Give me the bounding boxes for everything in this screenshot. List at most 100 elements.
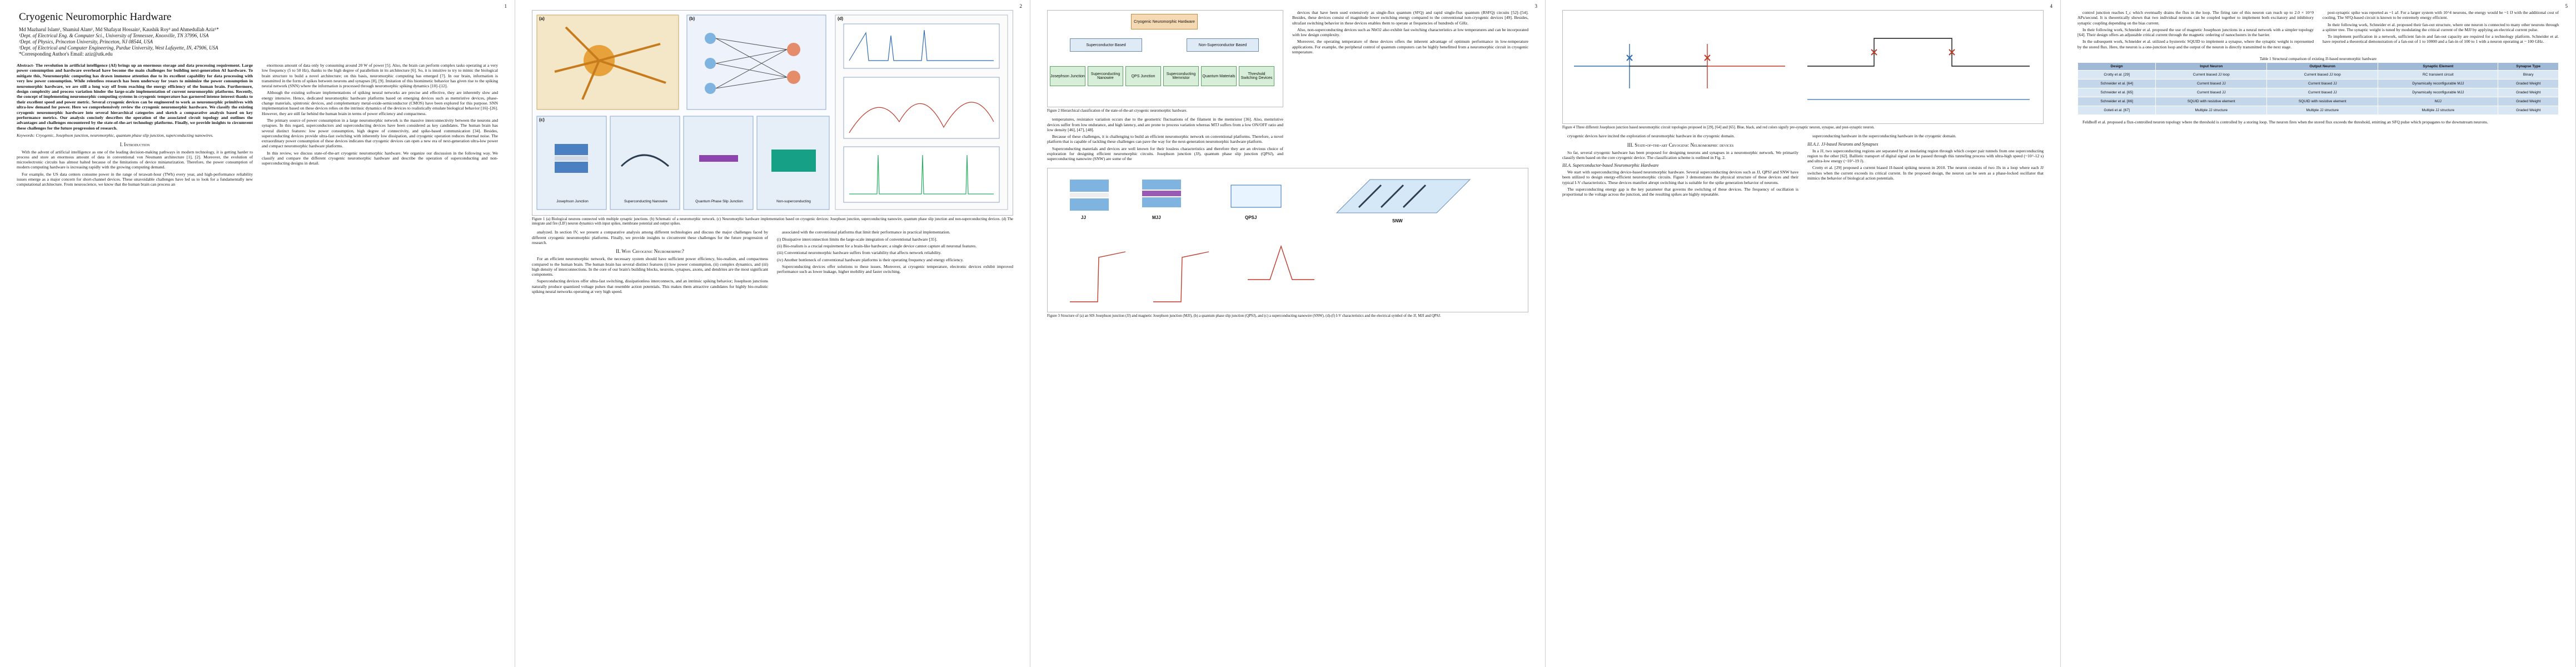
list-item: (i) Dissipative interconnection limits t… (777, 236, 938, 242)
device-label: QPSJ (1245, 215, 1257, 220)
table-cell: Current biased JJ loop (2266, 70, 2379, 80)
affiliation-2: ²Dept. of Physics, Princeton University,… (19, 39, 153, 44)
table-row: Goteti et al. [67] Multiple JJ structure… (2077, 106, 2559, 116)
paragraph: With the advent of artificial intelligen… (17, 149, 253, 170)
table-cell: Dynamically reconfigurable MJJ (2378, 88, 2499, 98)
table-cell: Crotty et al. [29] (2077, 70, 2156, 80)
table-header: Synapse Type (2498, 62, 2559, 71)
page-number: 3 (1534, 3, 1538, 9)
affiliation-3: ³Dept. of Electrical and Computer Engine… (19, 45, 218, 51)
paragraph: superconducting hardware in the supercon… (1812, 133, 1956, 139)
figure-3-graphic (1070, 179, 1471, 302)
device-label: MJJ (1152, 215, 1161, 220)
paragraph: control junction reaches I_c which event… (2077, 10, 2314, 26)
taxonomy-category: Non-Superconductor Based (1187, 38, 1259, 52)
paragraph: Crotty et al. [29] proposed a current bi… (1807, 165, 2044, 181)
table-header: Input Neuron (2155, 62, 2268, 71)
table-row: Schneider et al. [65] Current biased JJ … (2077, 88, 2559, 98)
table-cell: MJJ (2378, 97, 2499, 107)
page-4: 4 Figure 4 Three different Josephson jun… (1546, 0, 2061, 667)
figure-1: (a) (b) (c) (d) Josephson Junction Super… (532, 10, 1013, 216)
paragraph: So far, several cryogenic hardware has b… (1562, 150, 1798, 160)
table-cell: Multiple JJ structure (2155, 106, 2268, 116)
page-number: 4 (2050, 3, 2053, 9)
keywords: Keywords: Cryogenic, Josephson junction,… (17, 133, 213, 138)
figure-caption: Figure 4 Three different Josephson junct… (1562, 126, 1875, 130)
page-number: 1 (504, 3, 507, 9)
page-1: 1 Cryogenic Neuromorphic Hardware Md Maz… (0, 0, 515, 667)
table-cell: Current biased JJ (2266, 88, 2379, 98)
taxonomy-leaf: Threshold Switching Devices (1239, 66, 1274, 86)
section-heading: III. State-of-the-art Cryogenic Neuromor… (1627, 142, 1734, 148)
abstract: Abstract- The revolution in artificial i… (17, 63, 253, 131)
figure-1-graphic (536, 14, 1008, 210)
paragraph: cryogenic devices have incited the explo… (1567, 133, 1735, 139)
table-cell: SQUID with resistive element (2266, 97, 2379, 107)
figure-4 (1562, 10, 2044, 124)
table-cell: Graded Weight (2498, 106, 2559, 116)
paragraph: Also, non-superconducting devices such a… (1292, 27, 1528, 38)
taxonomy-leaf: Quantum Materials (1201, 66, 1237, 86)
paragraph: The superconducting energy gap is the ke… (1562, 186, 1798, 197)
taxonomy-root: Cryogenic Neuromorphic Hardware (1131, 14, 1198, 29)
paragraph: Feldhoff et al. proposed a flux-controll… (2082, 120, 2488, 125)
table-cell: Graded Weight (2498, 88, 2559, 98)
paragraph: The primary source of power consumption … (262, 117, 498, 149)
device-label: Non-superconducting (776, 200, 811, 203)
paragraph: Superconducting devices offer solutions … (777, 263, 1013, 275)
paragraph: In a JJ, two superconducting regions are… (1807, 148, 2044, 164)
figure-4-graphic (1574, 38, 2030, 100)
table-cell: Multiple JJ structure (2378, 106, 2499, 116)
taxonomy-leaf: Josephson Junction (1050, 66, 1085, 86)
paragraph: For an efficient neuromorphic network, t… (532, 256, 768, 277)
table-cell: Goteti et al. [67] (2077, 106, 2156, 116)
paragraph: Superconducting devices offer ultra-fast… (532, 278, 768, 295)
page-5: 5 control junction reaches I_c which eve… (2061, 0, 2576, 667)
taxonomy-leaf: Superconducting Memristor (1163, 66, 1199, 86)
paragraph: We start with superconducting device-bas… (1562, 170, 1798, 185)
paragraph: In their following work, Schneider et al… (2077, 27, 2314, 38)
paragraph: In this review, we discuss state-of-the-… (262, 150, 498, 166)
table-cell: Schneider et al. [65] (2077, 88, 2156, 98)
section-heading: I. Introduction (119, 141, 150, 147)
table-cell: Current biased JJ (2155, 79, 2268, 89)
paper-title: Cryogenic Neuromorphic Hardware (19, 11, 172, 23)
table-row: Schneider et al. [64] Current biased JJ … (2077, 79, 2559, 89)
paragraph: For example, the US data centers consume… (17, 171, 253, 187)
table-cell: Schneider et al. [66] (2077, 97, 2156, 107)
paragraph: Moreover, the operating temperature of t… (1292, 39, 1528, 55)
table-cell: Dynamically reconfigurable MJJ (2378, 79, 2499, 89)
paragraph: To implement purification in a network, … (2323, 34, 2559, 44)
table-row: Schneider et al. [66] SQUID with resisti… (2077, 97, 2559, 107)
table-cell: Binary (2498, 70, 2559, 80)
affiliation-1: ¹Dept. of Electrical Eng. & Computer Sci… (19, 33, 209, 38)
table-row: Crotty et al. [29] Current biased JJ loo… (2077, 70, 2559, 80)
table-cell: Graded Weight (2498, 79, 2559, 89)
figure-caption: Figure 1 (a) Biological neurons connecte… (532, 217, 1013, 226)
page-number: 2 (1019, 3, 1023, 9)
section-heading: II. Why Cryogenic Neuromorphic? (616, 248, 684, 255)
table-1: Table 1 Structural comparison of existin… (2077, 57, 2559, 116)
author-list: Md Mazharul Islam¹, Shamiul Alam¹, Md Sh… (19, 27, 219, 32)
figure-caption: Figure 2 Hierarchical classification of … (1047, 109, 1188, 113)
corresponding-author: *Corresponding Author's Email: aziz@utk.… (19, 51, 113, 57)
table-cell: Graded Weight (2498, 97, 2559, 107)
paragraph: associated with the conventional platfor… (782, 230, 950, 235)
paragraph: Because of these challenges, it is chall… (1047, 134, 1283, 145)
device-label: SNW (1392, 218, 1403, 223)
table-cell: Current biased JJ loop (2155, 70, 2268, 80)
device-label: Superconducting Nanowire (624, 200, 668, 203)
table-cell: RC transient circuit (2378, 70, 2499, 80)
panel-label: (b) (689, 16, 695, 21)
page-3: 3 Cryogenic Neuromorphic Hardware Superc… (1030, 0, 1546, 667)
list-item: (iii) Conventional neuromorphic hardware… (777, 250, 941, 256)
table-cell: Schneider et al. [64] (2077, 79, 2156, 89)
table-header: Output Neuron (2266, 62, 2379, 71)
comparison-table: Design Input Neuron Output Neuron Synapt… (2077, 62, 2559, 116)
table-cell: SQUID with resistive element (2155, 97, 2268, 107)
paragraph: Superconducting materials and devices ar… (1047, 146, 1283, 162)
list-item: (ii) Bio-realism is a crucial requiremen… (777, 243, 977, 248)
paragraph: enormous amount of data only by consumin… (262, 63, 498, 89)
figure-3: JJ MJJ QPSJ SNW (1047, 167, 1528, 312)
paragraph: Although the existing software implement… (262, 90, 498, 116)
